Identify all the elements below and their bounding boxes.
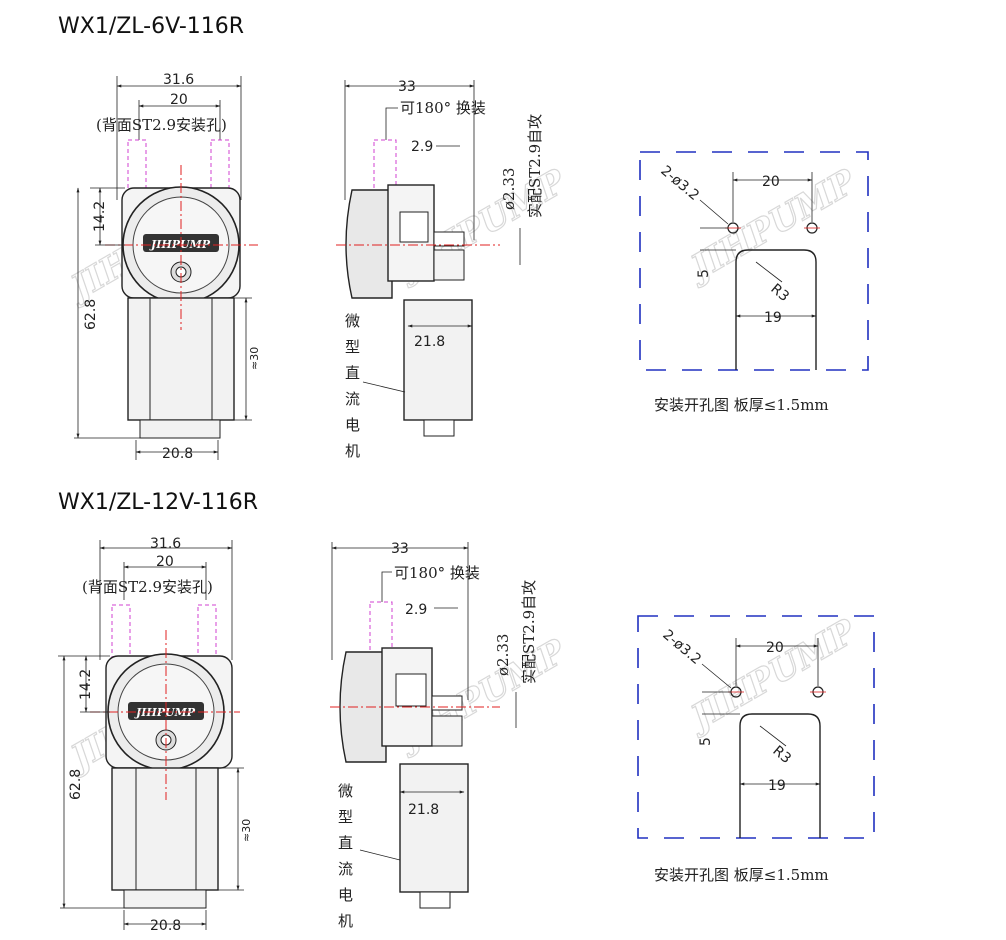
- dim-depth: 33: [391, 541, 409, 557]
- rotate-note: 可180° 换装: [400, 99, 486, 117]
- dim-holes: 2-ø3.2: [659, 627, 704, 668]
- dim-offset: 5: [698, 737, 714, 746]
- motor-label-char: 流: [338, 860, 353, 878]
- motor-label-char: 微: [338, 782, 353, 800]
- motor-label-char: 流: [345, 390, 360, 408]
- motor-label-char: 电: [345, 416, 360, 434]
- side-view: 33 可180° 换装 2.9 ø2.33 实配ST2.9自攻 21.8 微 型…: [330, 541, 538, 930]
- motor-label-char: 直: [345, 364, 360, 382]
- dim-radius: R3: [769, 743, 794, 767]
- dim-tube-gap: 2.9: [405, 602, 427, 618]
- dim-slot-width: 19: [764, 310, 782, 326]
- dim-height-top: 14.2: [78, 669, 94, 700]
- dim-width-outer: 31.6: [163, 72, 194, 88]
- motor-label-char: 机: [338, 912, 353, 930]
- dim-slot-width: 19: [768, 778, 786, 794]
- diagram-set-2: JIHPUMP JIHPUMP JIHPUMP 31.6 20 (背面ST2.9…: [58, 536, 875, 934]
- dim-holes: 2-ø3.2: [657, 163, 702, 204]
- dim-motor-width: 21.8: [408, 802, 439, 818]
- dim-base-width: 20.8: [162, 446, 193, 462]
- screw-note: 实配ST2.9自攻: [520, 580, 538, 684]
- dim-motor-width: 21.8: [414, 334, 445, 350]
- side-view: 33 可180° 换装 2.9 ø2.33 实配ST2.9自攻 21.8 微: [336, 79, 544, 460]
- front-view: 31.6 20 (背面ST2.9安装孔) JIHPUMP 14: [58, 536, 253, 934]
- model-title-2: WX1/ZL-12V-116R: [58, 490, 259, 515]
- motor-label-char: 型: [338, 808, 353, 826]
- dim-base-width: 20.8: [150, 918, 181, 934]
- diagram-set-1: JIHPUMP JIHPUMP JIHPUMP 31.6 20 (背面ST2.9…: [59, 72, 869, 462]
- back-hole-note: (背面ST2.9安装孔): [96, 116, 227, 134]
- cutout-caption: 安装开孔图 板厚≤1.5mm: [654, 866, 829, 884]
- back-hole-note: (背面ST2.9安装孔): [82, 578, 213, 596]
- model-title-1: WX1/ZL-6V-116R: [58, 14, 245, 39]
- dim-motor-length: ≈30: [240, 819, 253, 842]
- screw-note: 实配ST2.9自攻: [526, 114, 544, 218]
- dim-depth: 33: [398, 79, 416, 95]
- dim-height-top: 14.2: [92, 201, 108, 232]
- dim-height-total: 62.8: [68, 769, 84, 800]
- dim-radius: R3: [767, 281, 792, 305]
- dim-width-inner: 20: [170, 92, 188, 108]
- dim-hole-pitch: 20: [762, 174, 780, 190]
- dim-hole-pitch: 20: [766, 640, 784, 656]
- dim-diameter: ø2.33: [500, 168, 518, 210]
- dim-tube-gap: 2.9: [411, 139, 433, 155]
- rotate-note: 可180° 换装: [394, 564, 480, 582]
- dim-width-inner: 20: [156, 554, 174, 570]
- dim-offset: 5: [696, 269, 712, 278]
- motor-label-char: 型: [345, 338, 360, 356]
- front-view: 31.6 20 (背面ST2.9安装孔) JIHPUMP: [74, 72, 261, 462]
- motor-label-char: 直: [338, 834, 353, 852]
- motor-label-char: 微: [345, 312, 360, 330]
- motor-label-char: 机: [345, 442, 360, 460]
- motor-label-char: 电: [338, 886, 353, 904]
- watermark: JIHPUMP: [679, 611, 864, 741]
- dim-height-total: 62.8: [83, 299, 99, 330]
- dim-diameter: ø2.33: [494, 634, 512, 676]
- dim-motor-length: ≈30: [248, 347, 261, 370]
- dim-width-outer: 31.6: [150, 536, 181, 552]
- cutout-caption: 安装开孔图 板厚≤1.5mm: [654, 396, 829, 414]
